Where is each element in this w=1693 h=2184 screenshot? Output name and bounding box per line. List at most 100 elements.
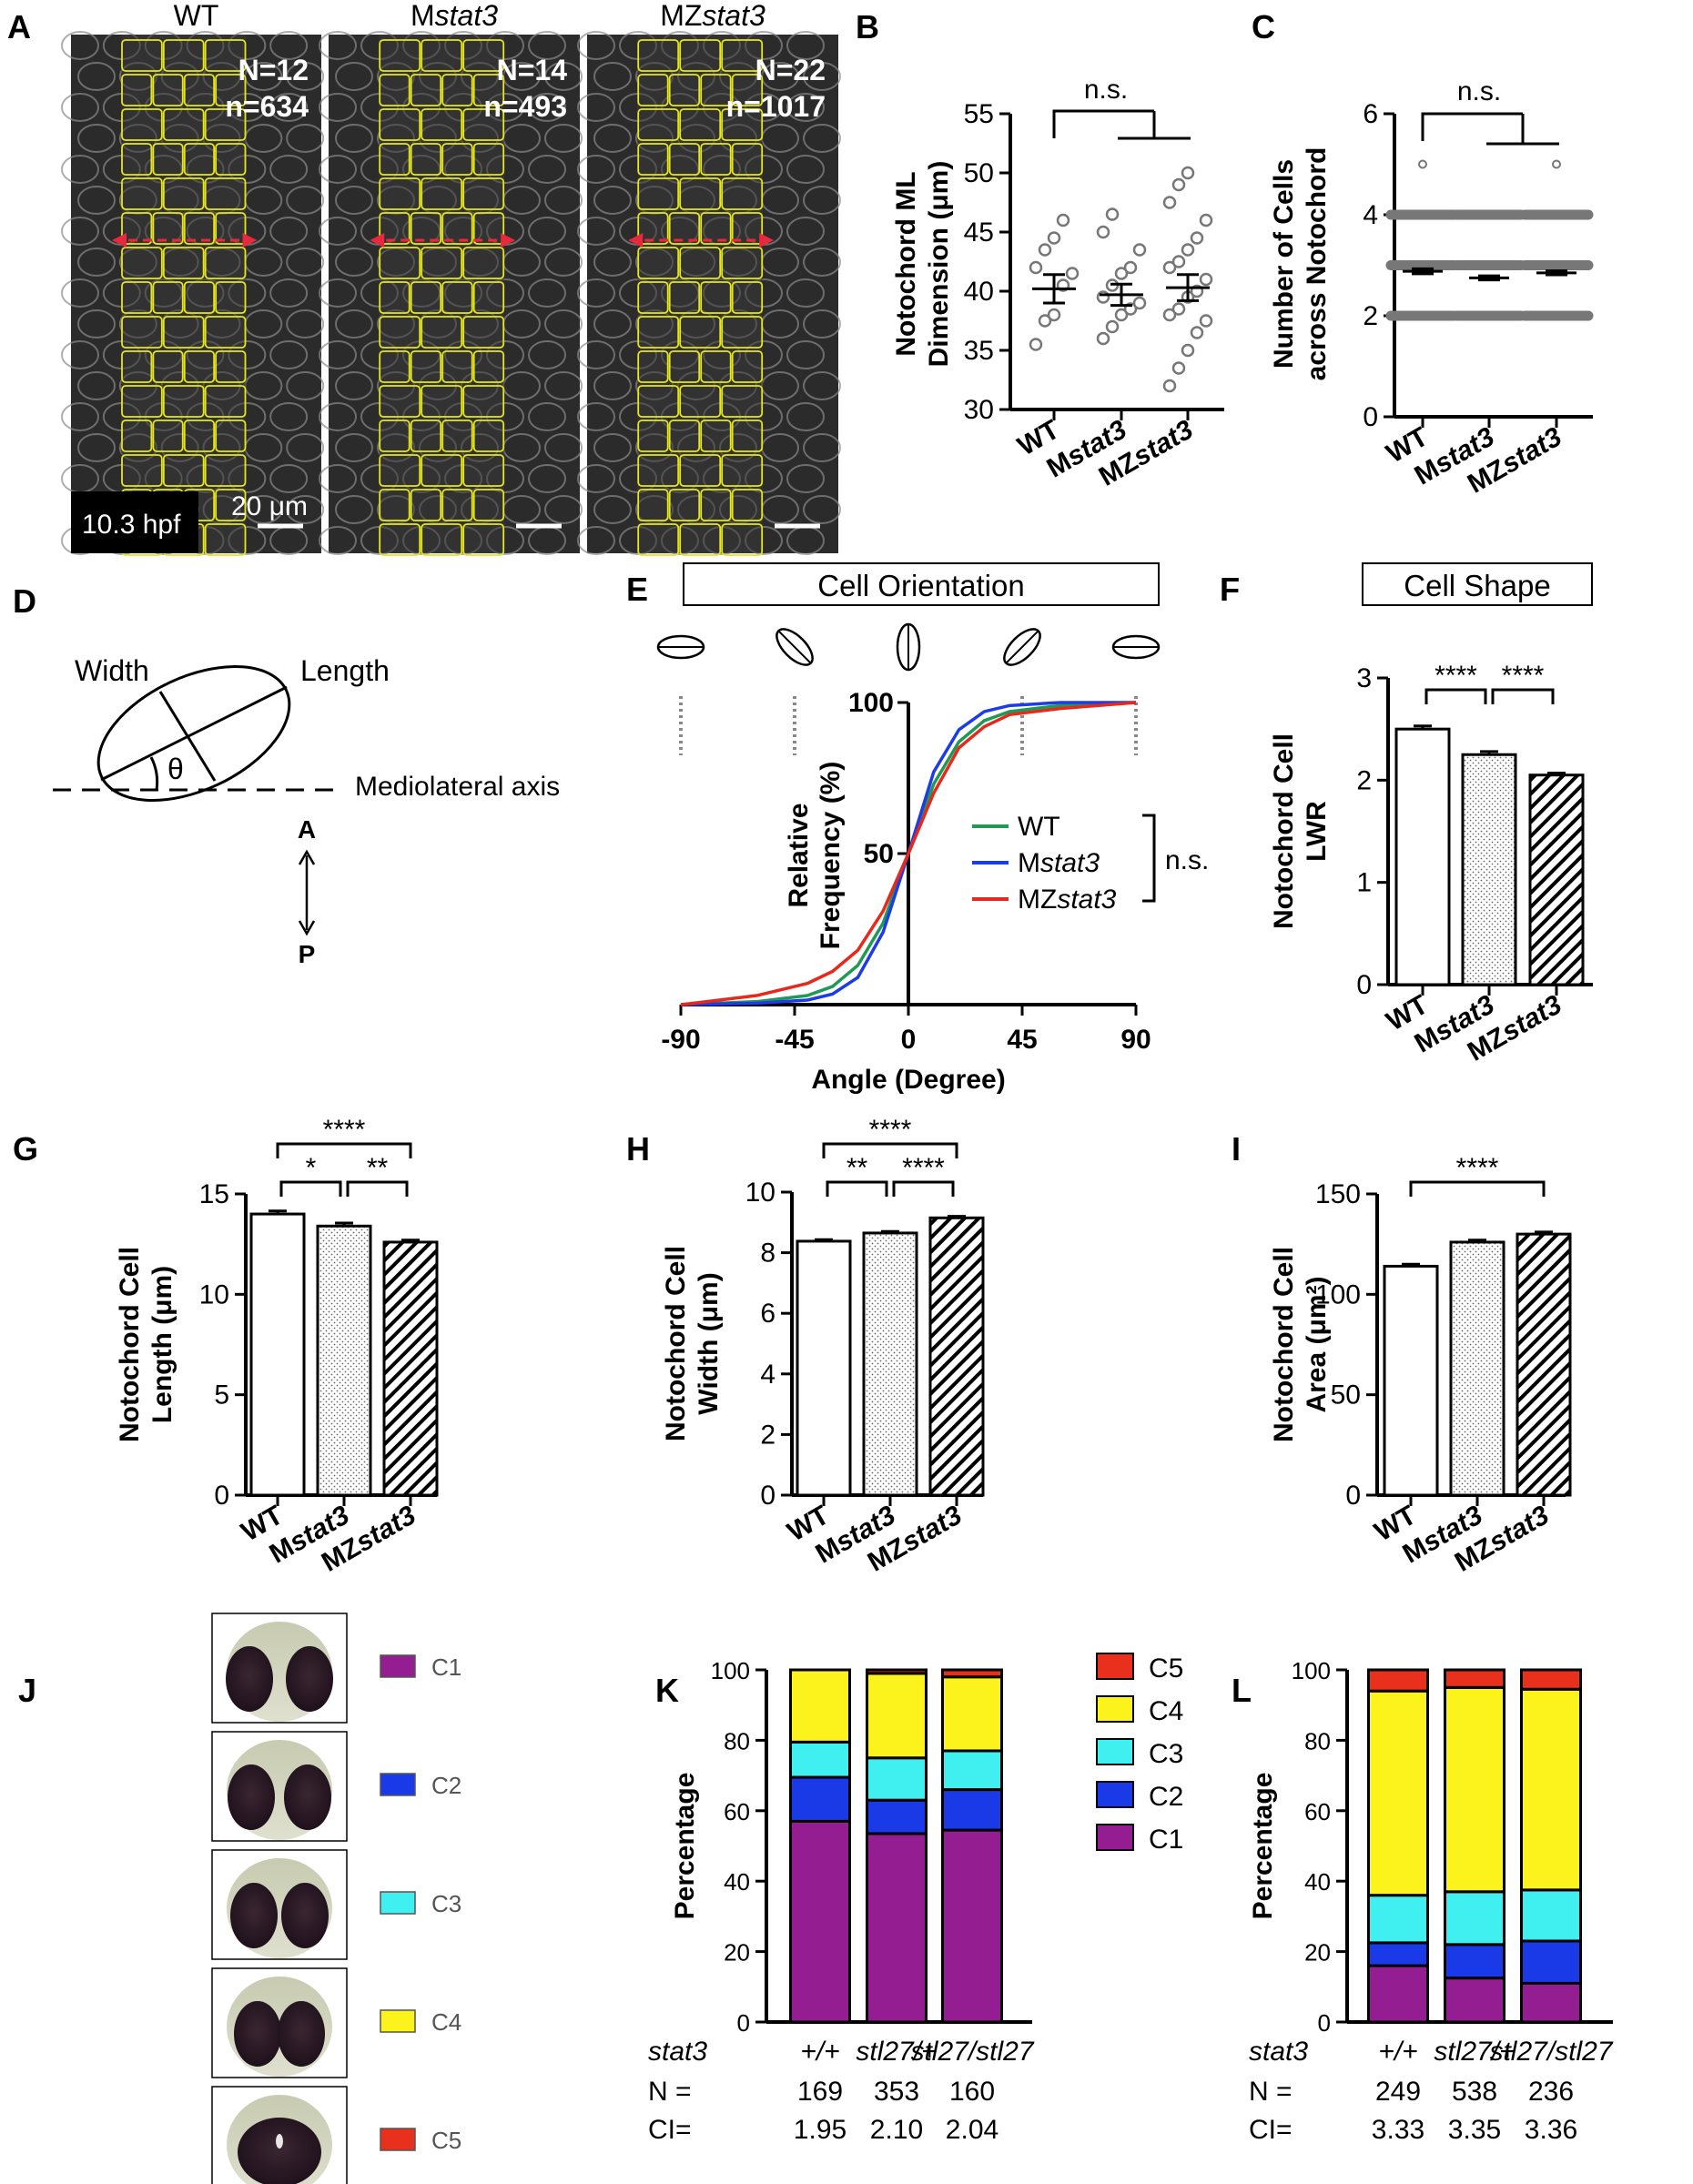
data-point (1171, 177, 1186, 192)
cell-outline (152, 212, 184, 245)
significance-label: **** (323, 1115, 366, 1145)
ci-value-label: 3.35 (1448, 2115, 1501, 2145)
embryo-eye-left (230, 1883, 278, 1948)
chart-l: L020406080100Percentage+/+2493.33stl27/+… (1232, 1657, 1614, 2145)
cell-outline (462, 316, 505, 349)
micrograph-title: Mstat3 (411, 0, 498, 32)
panel-letter-j: J (18, 1672, 36, 1709)
significance-label: * (306, 1153, 317, 1183)
cell-outline (721, 39, 764, 72)
legend-label-C4: C4 (1149, 1696, 1183, 1726)
y-axis-label: Dimension (μm) (924, 161, 954, 368)
genotype-label: +/+ (1378, 2037, 1417, 2067)
genotype-label: stl27/+ (1434, 2037, 1515, 2067)
notochord-region (121, 35, 247, 553)
ml-arrow-head-right (501, 233, 516, 248)
embryo-eye-left (234, 2001, 281, 2067)
cell-outline (462, 523, 505, 556)
ci-value-label: 2.10 (870, 2115, 923, 2145)
cell-outline (721, 108, 764, 141)
width-label: Width (75, 654, 149, 687)
y-tick-label: 2 (760, 1420, 776, 1450)
stack-segment-C3 (866, 1756, 928, 1802)
cell-count-label: n=493 (483, 90, 567, 123)
cell-outline (679, 454, 722, 487)
membrane-texture (577, 340, 615, 369)
cell-outline (215, 420, 247, 452)
y-axis-label: Length (μm) (147, 1266, 177, 1423)
cell-outline (441, 281, 473, 314)
membrane-texture (61, 31, 99, 60)
notochord-region (637, 35, 764, 553)
bar-MZstat3 (1528, 774, 1585, 986)
y-tick-label: 20 (1304, 1939, 1331, 1967)
data-point (1181, 166, 1195, 180)
cell-outline (162, 247, 205, 279)
theta-label: θ (167, 753, 184, 785)
membrane-texture (61, 278, 99, 308)
y-tick-label: 55 (964, 99, 994, 129)
y-axis-label: Notochord Cell (115, 1247, 145, 1442)
membrane-texture (593, 124, 632, 153)
embryo-eye-right (281, 1883, 329, 1948)
membrane-texture (335, 495, 373, 524)
cell-outline (421, 385, 463, 418)
y-axis-label: Notochord Cell (1269, 733, 1299, 929)
membrane-texture (77, 248, 116, 277)
cell-outline (204, 108, 247, 141)
bar-Mstat3 (862, 1231, 918, 1497)
membrane-texture (577, 155, 615, 184)
stack-segment-C2 (1444, 1943, 1505, 1980)
membrane-texture (803, 186, 841, 215)
membrane-texture (286, 371, 325, 400)
stack-segment-C3 (941, 1749, 1003, 1792)
stack-segment-C1 (1444, 1977, 1505, 2024)
data-point (1029, 338, 1043, 351)
membrane-texture (319, 217, 357, 246)
membrane-texture (528, 402, 566, 431)
cell-outline (472, 489, 505, 521)
y-tick-label: 80 (1304, 1727, 1331, 1754)
y-tick-label: 6 (1363, 99, 1378, 129)
significance-bracket (346, 1180, 409, 1197)
cell-orientation-title: Cell Orientation (817, 569, 1024, 602)
class-swatch-C3 (380, 1891, 416, 1915)
cell-outline (731, 489, 764, 521)
bar-WT (1383, 1264, 1439, 1497)
membrane-texture (286, 248, 325, 277)
membrane-texture (286, 309, 325, 339)
bar-MZstat3 (1516, 1232, 1572, 1497)
y-tick-label: 40 (1304, 1868, 1331, 1896)
stack-segment-C4 (941, 1675, 1003, 1753)
membrane-texture (544, 186, 583, 215)
cell-outline (379, 523, 421, 556)
embryo-eye-spot (276, 2134, 283, 2149)
panel-letter-g: G (13, 1130, 38, 1168)
cell-outline (668, 420, 701, 452)
cell-outline (183, 74, 216, 106)
membrane-texture (803, 495, 841, 524)
membrane-texture (528, 278, 566, 308)
cell-outline (668, 281, 701, 314)
cell-outline (637, 212, 669, 245)
cell-outline (215, 489, 247, 521)
cell-outline (379, 177, 421, 210)
y-tick-label: 50 (864, 839, 894, 869)
cell-outline (462, 108, 505, 141)
ci-value-label: 3.36 (1525, 2115, 1577, 2145)
membrane-texture (803, 433, 841, 462)
cell-outline (162, 454, 205, 487)
row-label: CI= (1249, 2115, 1293, 2145)
panel-letter-b: B (856, 8, 879, 46)
membrane-texture (319, 402, 357, 431)
cell-outline (379, 454, 421, 487)
data-point (1171, 302, 1186, 316)
membrane-texture (77, 309, 116, 339)
cell-outline (152, 74, 184, 106)
y-tick-label: 10 (745, 1178, 776, 1208)
significance-bracket (1424, 688, 1487, 704)
membrane-texture (803, 62, 841, 91)
membrane-texture (61, 340, 99, 369)
